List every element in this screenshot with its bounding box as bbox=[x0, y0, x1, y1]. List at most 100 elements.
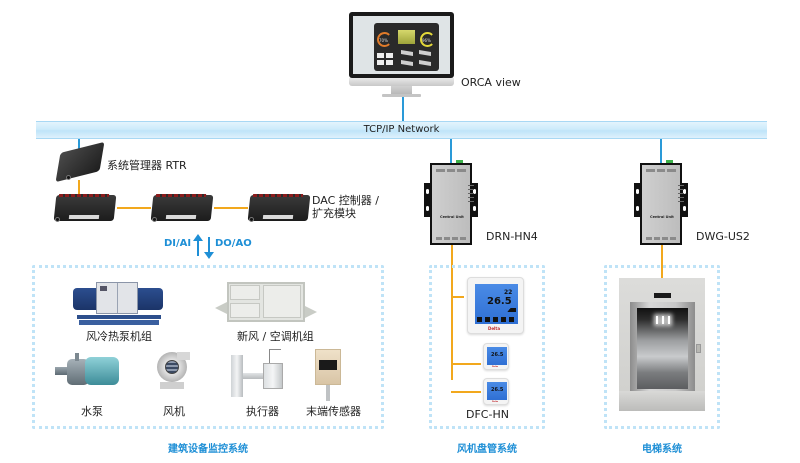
monitor-chin bbox=[349, 78, 454, 86]
thermostat-buttons bbox=[477, 317, 516, 322]
thermostat-display: 26.5 bbox=[487, 382, 507, 400]
network-link-rtr bbox=[78, 139, 80, 153]
bms-system-title: 建筑设备监控系统 bbox=[168, 444, 248, 455]
network-link-drn bbox=[450, 139, 452, 163]
dac-controller bbox=[247, 191, 311, 225]
io-input-label: DI/AI bbox=[164, 238, 192, 249]
bms-equipment-group bbox=[32, 265, 384, 429]
tile bbox=[377, 53, 384, 58]
actuator-icon bbox=[229, 349, 289, 399]
gateway-text: Central Unit bbox=[440, 215, 464, 219]
equipment-label: 新风 / 空调机组 bbox=[237, 330, 314, 343]
tile bbox=[386, 60, 393, 65]
elevator-system-title: 电梯系统 bbox=[642, 444, 682, 455]
fan-graphic bbox=[419, 49, 431, 57]
fcu-system-title: 风机盘管系统 bbox=[457, 444, 517, 455]
workstation-monitor: 70% 96% bbox=[349, 12, 454, 100]
dac-terminals bbox=[252, 194, 304, 197]
equipment-label: 末端传感器 bbox=[306, 405, 361, 418]
workstation-label: ORCA view bbox=[461, 76, 521, 89]
brand-logo: Delta bbox=[492, 366, 499, 368]
thermostat-setpoint: 22 bbox=[504, 289, 513, 296]
status-tile bbox=[398, 30, 415, 44]
call-button bbox=[696, 344, 701, 353]
gateway-text: Central Unit bbox=[650, 215, 674, 219]
arrow-down-icon bbox=[204, 237, 214, 259]
plug bbox=[456, 160, 463, 163]
mount-ear bbox=[681, 183, 688, 217]
dac-label-line2: 扩充模块 bbox=[312, 207, 356, 220]
tcp-ip-network-bus: TCP/IP Network bbox=[36, 121, 767, 139]
fcu-group bbox=[429, 265, 545, 429]
monitor-stand bbox=[391, 86, 412, 94]
mount-hole bbox=[66, 175, 71, 180]
chiller-icon bbox=[73, 282, 163, 325]
fan-speed-icon bbox=[502, 308, 516, 312]
brand-logo: Delta bbox=[492, 401, 499, 403]
monitor-base bbox=[382, 94, 421, 97]
dac-terminals bbox=[58, 194, 110, 197]
fan-icon bbox=[155, 350, 191, 390]
mount-ear bbox=[424, 183, 431, 217]
field-bus-link bbox=[78, 180, 80, 196]
thermostat-reading: 26.5 bbox=[491, 387, 504, 393]
gauge-value: 70% bbox=[379, 38, 388, 43]
dfc-hn-thermostat: 26.5 Delta bbox=[483, 378, 509, 405]
equipment-label: 水泵 bbox=[81, 405, 103, 418]
network-label: TCP/IP Network bbox=[363, 124, 440, 135]
thermostat-reading: 26.5 bbox=[491, 352, 504, 358]
dfc-hn-thermostat: 26.5 22 Delta bbox=[467, 277, 524, 334]
floor bbox=[619, 391, 705, 411]
elevator-group bbox=[604, 265, 720, 429]
monitor-frame: 70% 96% bbox=[349, 12, 454, 78]
dwg-us2-gateway: Central Unit bbox=[634, 160, 688, 245]
monitor-screen: 70% 96% bbox=[353, 16, 450, 74]
air-handler-icon bbox=[215, 282, 320, 325]
gauge-value: 96% bbox=[422, 38, 431, 43]
dac-terminals bbox=[155, 194, 207, 197]
dfc-hn-thermostat: 26.5 Delta bbox=[483, 343, 509, 370]
sensor-icon bbox=[313, 349, 343, 401]
dac-label-line1: DAC 控制器 / bbox=[312, 194, 379, 207]
arrow-up-icon bbox=[193, 234, 203, 256]
tile bbox=[386, 53, 393, 58]
rtr-body bbox=[55, 141, 105, 183]
drn-hn4-label: DRN-HN4 bbox=[486, 230, 538, 243]
dwg-us2-label: DWG-US2 bbox=[696, 230, 750, 243]
fcu-bus-branch bbox=[451, 296, 464, 298]
mount-hole bbox=[249, 217, 254, 222]
dac-connector bbox=[262, 215, 294, 219]
io-output-label: DO/AO bbox=[215, 238, 252, 249]
fan-graphic bbox=[401, 49, 413, 57]
tile bbox=[377, 60, 384, 65]
drn-hn4-gateway: Central Unit bbox=[424, 160, 478, 245]
dac-connector bbox=[165, 215, 197, 219]
water-pump-icon bbox=[55, 353, 123, 389]
dac-controller bbox=[53, 191, 117, 225]
rtr-label: 系统管理器 RTR bbox=[107, 159, 187, 172]
thermostat-display: 26.5 bbox=[487, 347, 507, 365]
equipment-label: 风冷热泵机组 bbox=[86, 330, 152, 343]
mount-hole bbox=[55, 217, 60, 222]
fan-graphic bbox=[419, 59, 431, 67]
network-link-workstation bbox=[402, 97, 404, 122]
elevator-bus-link bbox=[661, 245, 663, 279]
dashboard-panel: 70% 96% bbox=[374, 23, 439, 71]
mount-hole bbox=[152, 217, 157, 222]
fcu-bus-trunk bbox=[451, 245, 453, 380]
mount-ear bbox=[471, 183, 478, 217]
fan-graphic bbox=[401, 59, 413, 67]
mount-ear bbox=[634, 183, 641, 217]
gateway-body: Central Unit bbox=[640, 163, 684, 245]
network-link-dwg bbox=[660, 139, 662, 163]
gateway-body: Central Unit bbox=[430, 163, 474, 245]
field-bus-link bbox=[117, 207, 151, 209]
elevator-icon bbox=[619, 278, 705, 411]
gauge-icon bbox=[377, 32, 392, 47]
fcu-bus-branch bbox=[451, 391, 481, 393]
thermostat-reading: 26.5 bbox=[487, 296, 512, 307]
dfc-hn-label: DFC-HN bbox=[466, 408, 509, 421]
equipment-label: 执行器 bbox=[246, 405, 279, 418]
field-bus-link bbox=[214, 207, 248, 209]
brand-logo: Delta bbox=[488, 326, 501, 331]
